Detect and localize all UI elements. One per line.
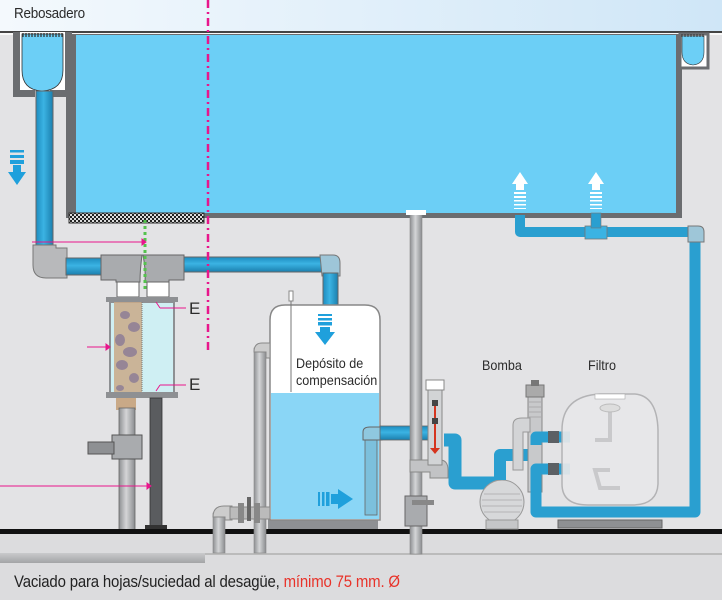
sensor-lower-label: E [189, 375, 201, 394]
tank-drain-pipes [212, 342, 271, 554]
flow-down-arrow-icon [8, 150, 26, 185]
return-elbow [687, 225, 705, 243]
tank-suction-pipe [364, 429, 378, 516]
pipe-tank-to-valve [379, 425, 431, 441]
check-valve [425, 379, 445, 466]
return-inlet-arrow-icon [512, 172, 528, 209]
tank-suction-elbow [362, 426, 383, 441]
drain-pipe-elbow [32, 244, 68, 279]
overflow-channel-label: Rebosadero [14, 5, 85, 22]
floor-fill [0, 534, 722, 600]
floor-slab [0, 529, 722, 534]
leaf-trap-canister [106, 297, 178, 410]
mesh-grate [68, 212, 205, 224]
caption-text: Vaciado para hojas/suciedad al desagüe, [14, 572, 284, 591]
sensor-rod [149, 397, 163, 529]
pool-water [76, 35, 676, 213]
filter-outlet-pipe [530, 232, 701, 518]
caption-highlight: mínimo 75 mm. Ø [283, 572, 400, 591]
pipe-unions [548, 431, 559, 475]
compensation-tank [268, 290, 381, 529]
suction-pipe-to-pump [444, 433, 502, 490]
pipe-into-tank [322, 272, 339, 307]
sky-band [0, 0, 722, 33]
compensation-tank-label-line2: compensación [296, 372, 378, 388]
pipe-elbow-tank [319, 254, 341, 277]
drain-pipe-vertical [35, 90, 54, 262]
tank-outflow-arrow-icon [318, 489, 353, 509]
return-pipe [515, 215, 695, 237]
leaf-trap-head [100, 254, 185, 298]
drain-valve [111, 434, 143, 460]
compensation-tank-label: Depósito de compensación [296, 355, 377, 389]
floor-step [0, 553, 205, 563]
overflow-channel-right [676, 32, 710, 218]
return-inlet-2-stub [590, 212, 602, 229]
compensation-tank-label-line1: Depósito de [296, 355, 364, 371]
pump [479, 479, 525, 530]
drain-valve-handle [87, 441, 115, 455]
annotation-arrows [0, 238, 186, 490]
sand-filter [557, 393, 663, 529]
caption: Vaciado para hojas/suciedad al desagüe, … [14, 572, 400, 592]
drain-pipe-horizontal [65, 257, 107, 276]
pipe-to-compensation-tank [183, 256, 333, 273]
sensor-upper-label: E [189, 299, 201, 318]
filter-label: Filtro [588, 357, 617, 373]
return-inlet-arrow-icon [588, 172, 604, 209]
main-drain-cover [406, 210, 426, 215]
pump-outlet-pipe [494, 449, 537, 480]
sensor-rod-base [145, 525, 167, 530]
tank-inflow-arrow-icon [315, 314, 335, 345]
pump-label: Bomba [482, 357, 522, 373]
main-drain-valve [404, 495, 434, 527]
overflow-channel-left [13, 32, 72, 97]
